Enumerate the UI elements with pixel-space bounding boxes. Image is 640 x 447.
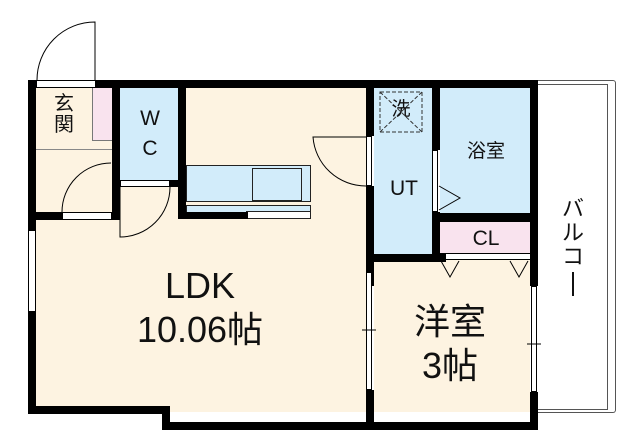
balcony-label: バ ル コ [558, 198, 588, 296]
wall-genkan-bottom [28, 212, 62, 220]
wall-bottom-left [28, 406, 170, 414]
washer-label: 洗 [391, 99, 411, 120]
window-ldk-left [28, 230, 36, 312]
wall-bath-cl [432, 213, 538, 222]
kitchen-sink [252, 168, 302, 201]
wall-genkan-wc [112, 80, 120, 220]
wall-bottom-step [162, 406, 170, 430]
bathroom-label: 浴室 [466, 141, 505, 162]
balcony-label-char: コ [561, 244, 584, 269]
wc-door-frame [120, 180, 170, 187]
entrance-door-frame [36, 80, 96, 88]
wc-room [120, 88, 180, 180]
wall-ldk-western-lower [366, 390, 374, 430]
balcony-label-char: バ [561, 196, 584, 221]
genkan-door-frame [62, 212, 112, 220]
wall-wc-kitchen [178, 80, 186, 218]
shoe-cabinet [92, 88, 114, 141]
closet [440, 222, 530, 253]
window-western-right [531, 286, 537, 392]
bathroom [440, 88, 530, 213]
western-room-label: 洋室 3帖 [385, 304, 515, 384]
genkan-step-line [36, 149, 114, 150]
genkan-label: 玄 関 [50, 94, 78, 135]
wall-ut-bath [432, 80, 440, 150]
genkan-label-line2: 関 [54, 114, 74, 136]
wall-top-right [96, 80, 538, 88]
wall-right-upper [530, 80, 538, 286]
balcony-label-char: ル [561, 220, 584, 245]
ut-door-frame [366, 136, 372, 186]
ut-label: UT [390, 177, 418, 200]
ldk-label-line1: LDK [164, 265, 236, 306]
bath-door-frame [432, 150, 438, 212]
wall-ldk-ut-upper [366, 80, 374, 136]
wall-right-lower [530, 392, 538, 430]
wall-bottom-right [162, 422, 538, 430]
genkan-label-line1: 玄 [54, 93, 74, 115]
wc-label: W C [130, 108, 170, 159]
wall-wc-bottom [170, 180, 186, 187]
hall-floor [120, 186, 182, 218]
wall-kitchen-bottom [178, 212, 248, 219]
wall-left-upper [28, 80, 36, 230]
window-ldk-right [366, 272, 372, 390]
closet-rail [440, 253, 530, 260]
western-room-label-line1: 洋室 [413, 301, 486, 342]
ut-room [374, 88, 434, 254]
wall-ldk-ut-lower [366, 186, 374, 286]
wc-label-line1: W [140, 107, 160, 130]
wc-label-line2: C [142, 137, 158, 160]
balcony [538, 80, 616, 413]
ldk-floor-lower [168, 400, 368, 412]
wall-left-lower [28, 312, 36, 414]
wall-ut-bottom [366, 254, 446, 262]
balcony-label-char [572, 272, 574, 296]
wall-ut-cl [432, 212, 440, 262]
ldk-floor [36, 216, 368, 408]
closet-label: CL [472, 227, 500, 250]
western-room-floor [374, 260, 530, 412]
western-room-label-line2: 3帖 [421, 345, 479, 386]
ldk-label: LDK 10.06帖 [110, 268, 290, 348]
ldk-label-line2: 10.06帖 [136, 309, 264, 350]
